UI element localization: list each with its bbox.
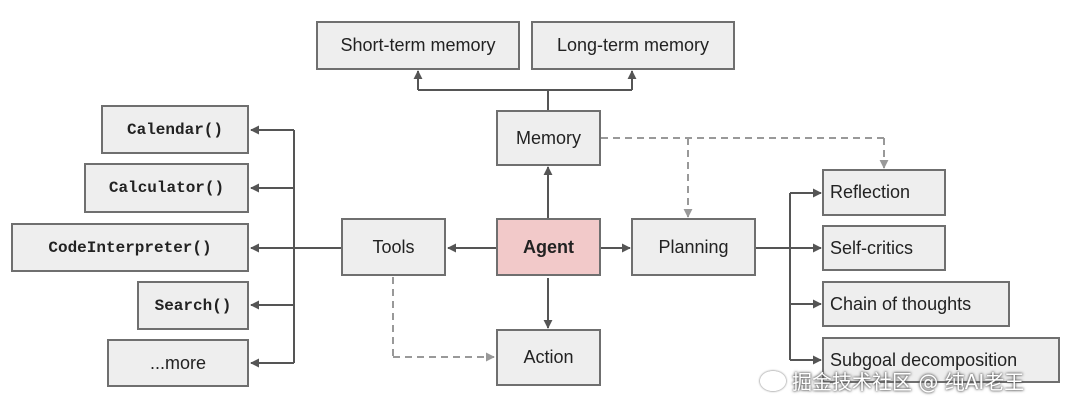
node-memory: Memory xyxy=(496,110,601,166)
edge-memory-to-subtypes xyxy=(413,70,637,110)
node-agent: Agent xyxy=(496,218,601,276)
wechat-icon xyxy=(760,370,786,391)
node-action: Action xyxy=(496,329,601,386)
edge-tools-to-list xyxy=(250,125,341,368)
node-more: ...more xyxy=(107,339,249,387)
node-tools: Tools xyxy=(341,218,446,276)
node-self-critics: Self-critics xyxy=(822,225,946,271)
node-long-term-memory: Long-term memory xyxy=(531,21,735,70)
node-subgoal-decomposition: Subgoal decomposition xyxy=(822,337,1060,383)
edge-planning-to-list xyxy=(756,188,822,365)
edge-memory-dashed xyxy=(601,137,889,218)
node-search: Search() xyxy=(137,281,249,330)
watermark: 掘金技术社区 @ 纯AI老王 xyxy=(760,366,1070,395)
node-calendar: Calendar() xyxy=(101,105,249,154)
watermark-text: 掘金技术社区 @ 纯AI老王 xyxy=(792,370,1025,394)
node-code-interpreter: CodeInterpreter() xyxy=(11,223,249,272)
node-reflection: Reflection xyxy=(822,169,946,216)
node-short-term-memory: Short-term memory xyxy=(316,21,520,70)
node-calculator: Calculator() xyxy=(84,163,249,213)
node-chain-of-thoughts: Chain of thoughts xyxy=(822,281,1010,327)
node-planning: Planning xyxy=(631,218,756,276)
edge-tools-action-dashed xyxy=(392,277,495,362)
